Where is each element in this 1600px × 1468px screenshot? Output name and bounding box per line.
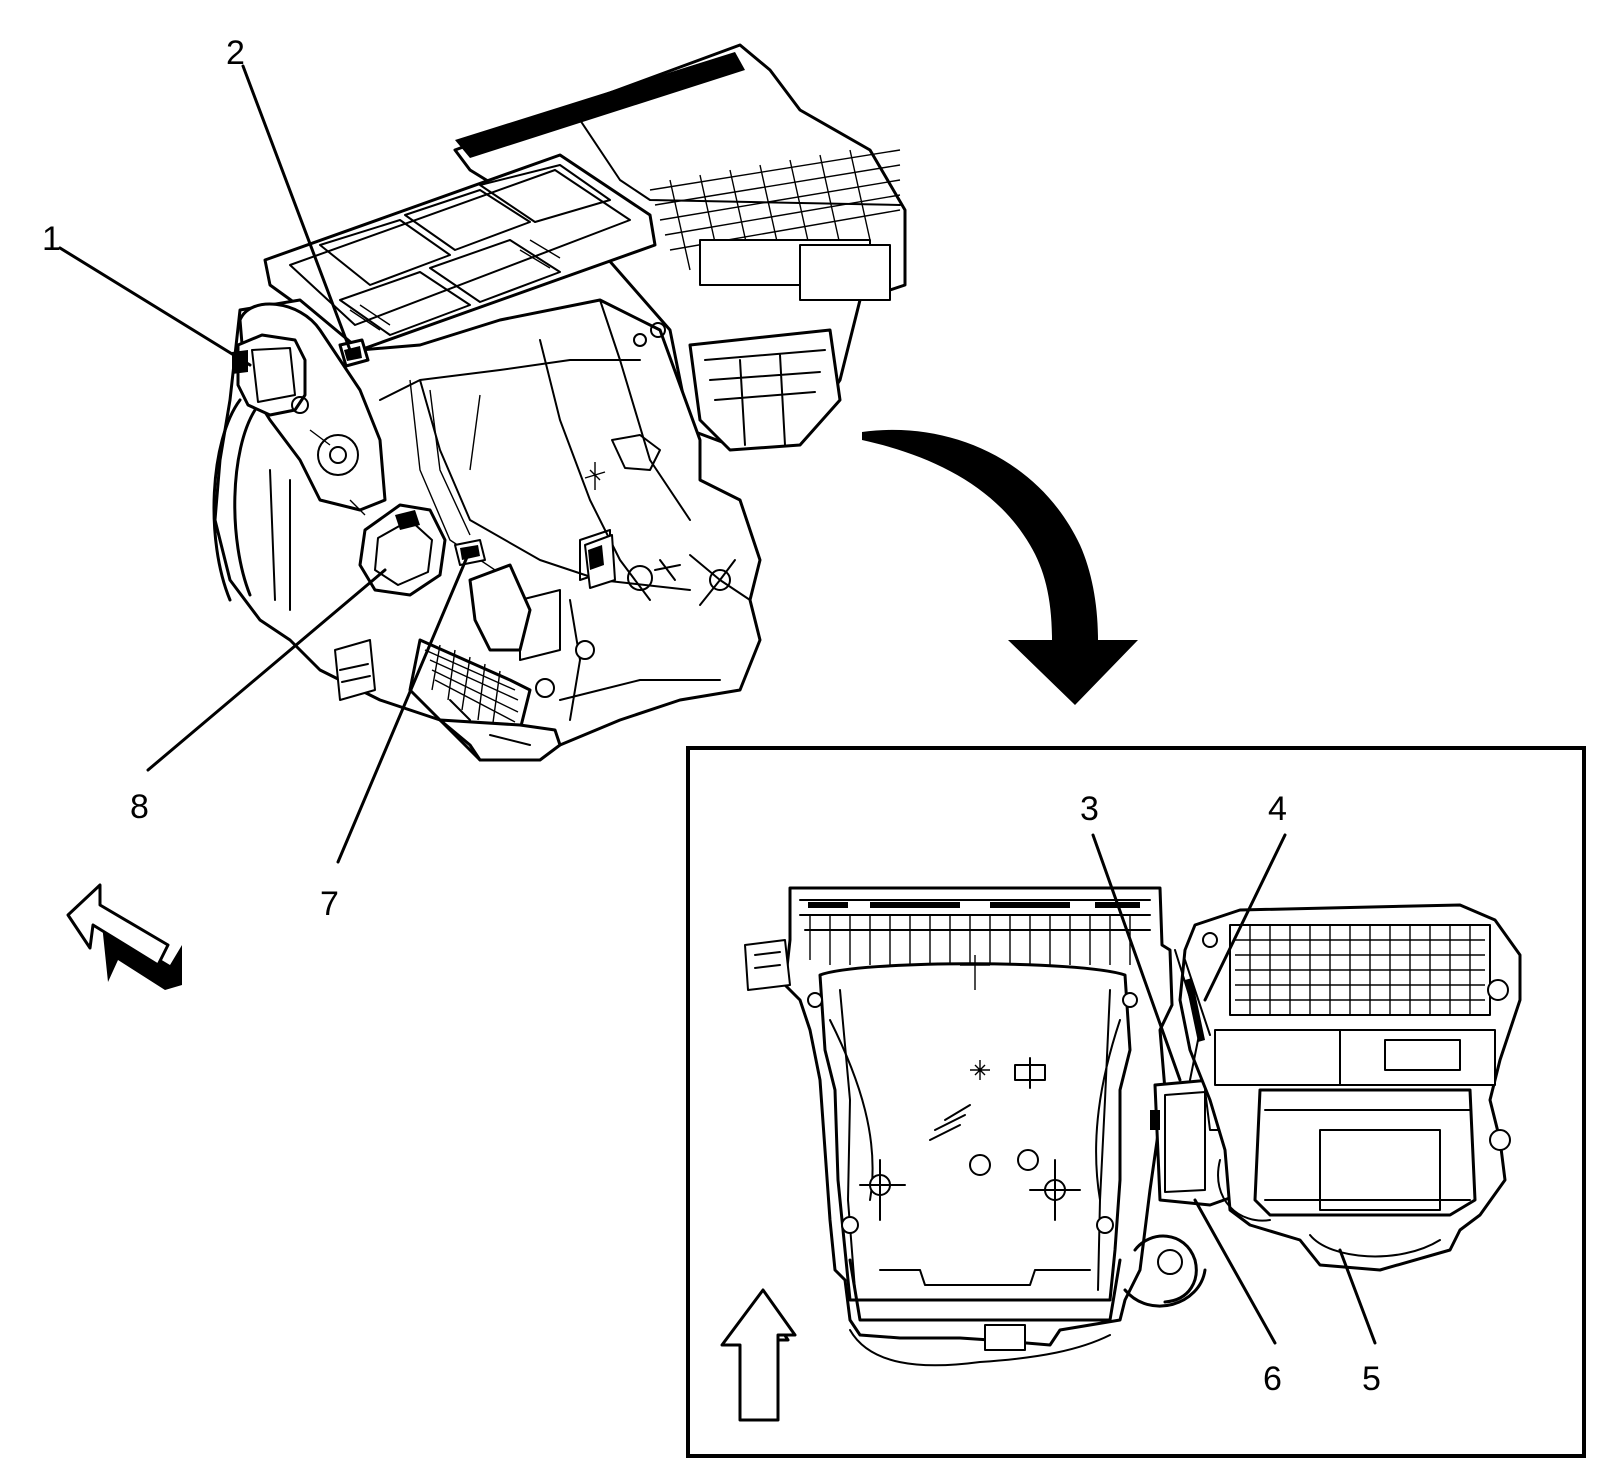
callout-7: 7 — [320, 885, 339, 923]
actuator-1 — [232, 333, 309, 417]
hvac-module-inset-view — [744, 886, 1522, 1367]
callout-1: 1 — [42, 220, 61, 258]
hvac-module-main-view — [212, 43, 907, 762]
inset-frame — [686, 746, 1586, 1458]
callout-3: 3 — [1080, 790, 1099, 828]
callout-6: 6 — [1263, 1360, 1282, 1398]
callout-4: 4 — [1268, 790, 1287, 828]
leader-lines-main — [58, 64, 472, 864]
leader-lines-inset — [1091, 833, 1377, 1345]
actuator-7 — [454, 539, 532, 652]
blower-grille — [649, 149, 901, 301]
transition-arrow-icon — [862, 429, 1138, 705]
front-direction-arrow-icon — [66, 883, 182, 990]
actuator-2 — [338, 338, 370, 368]
callout-2: 2 — [226, 34, 245, 72]
up-direction-arrow-icon — [720, 1288, 797, 1422]
callout-5: 5 — [1362, 1360, 1381, 1398]
callout-8: 8 — [130, 788, 149, 826]
